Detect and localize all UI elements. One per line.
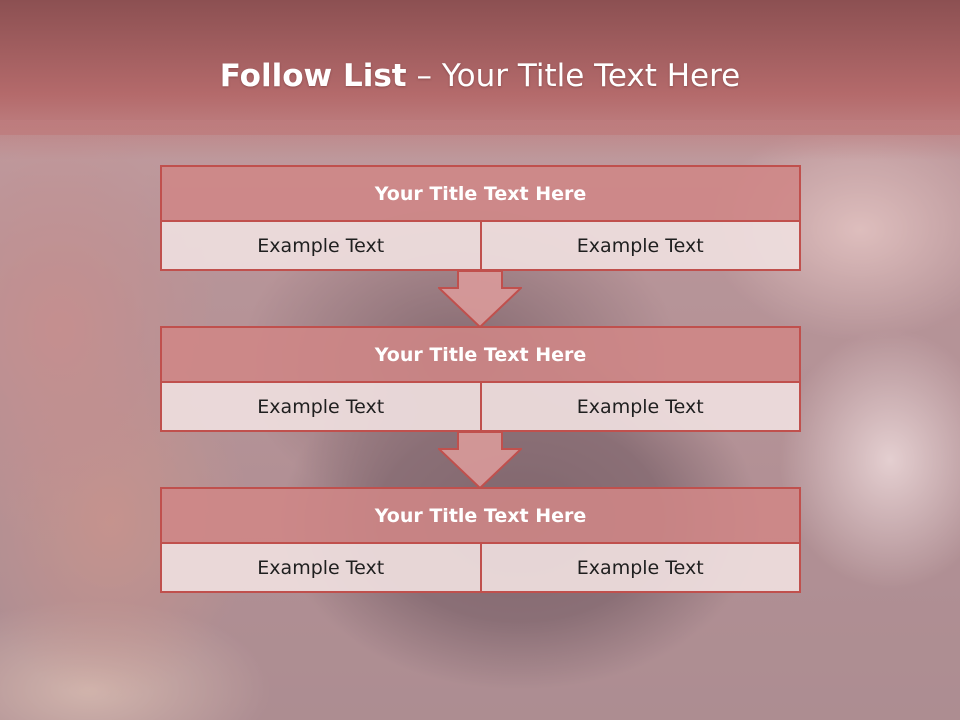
- block-cell-right: Example Text: [481, 544, 801, 593]
- list-block-1: Your Title Text Here Example Text Exampl…: [160, 165, 801, 271]
- list-block-3: Your Title Text Here Example Text Exampl…: [160, 487, 801, 593]
- block-cell-right: Example Text: [481, 383, 801, 432]
- title-band: [0, 0, 960, 135]
- block-row: Example Text Example Text: [160, 222, 801, 271]
- block-row: Example Text Example Text: [160, 544, 801, 593]
- block-title: Your Title Text Here: [160, 487, 801, 544]
- block-title: Your Title Text Here: [160, 326, 801, 383]
- down-arrow-icon: [438, 431, 522, 489]
- list-block-2: Your Title Text Here Example Text Exampl…: [160, 326, 801, 432]
- block-title: Your Title Text Here: [160, 165, 801, 222]
- block-cell-left: Example Text: [160, 222, 482, 271]
- down-arrow-icon: [438, 270, 522, 328]
- block-row: Example Text Example Text: [160, 383, 801, 432]
- slide-title: Follow List – Your Title Text Here: [0, 56, 960, 96]
- slide-title-rest: – Your Title Text Here: [406, 58, 741, 94]
- block-cell-right: Example Text: [481, 222, 801, 271]
- slide-title-bold: Follow List: [219, 58, 407, 94]
- block-cell-left: Example Text: [160, 544, 482, 593]
- block-cell-left: Example Text: [160, 383, 482, 432]
- title-band-fade: [0, 120, 960, 160]
